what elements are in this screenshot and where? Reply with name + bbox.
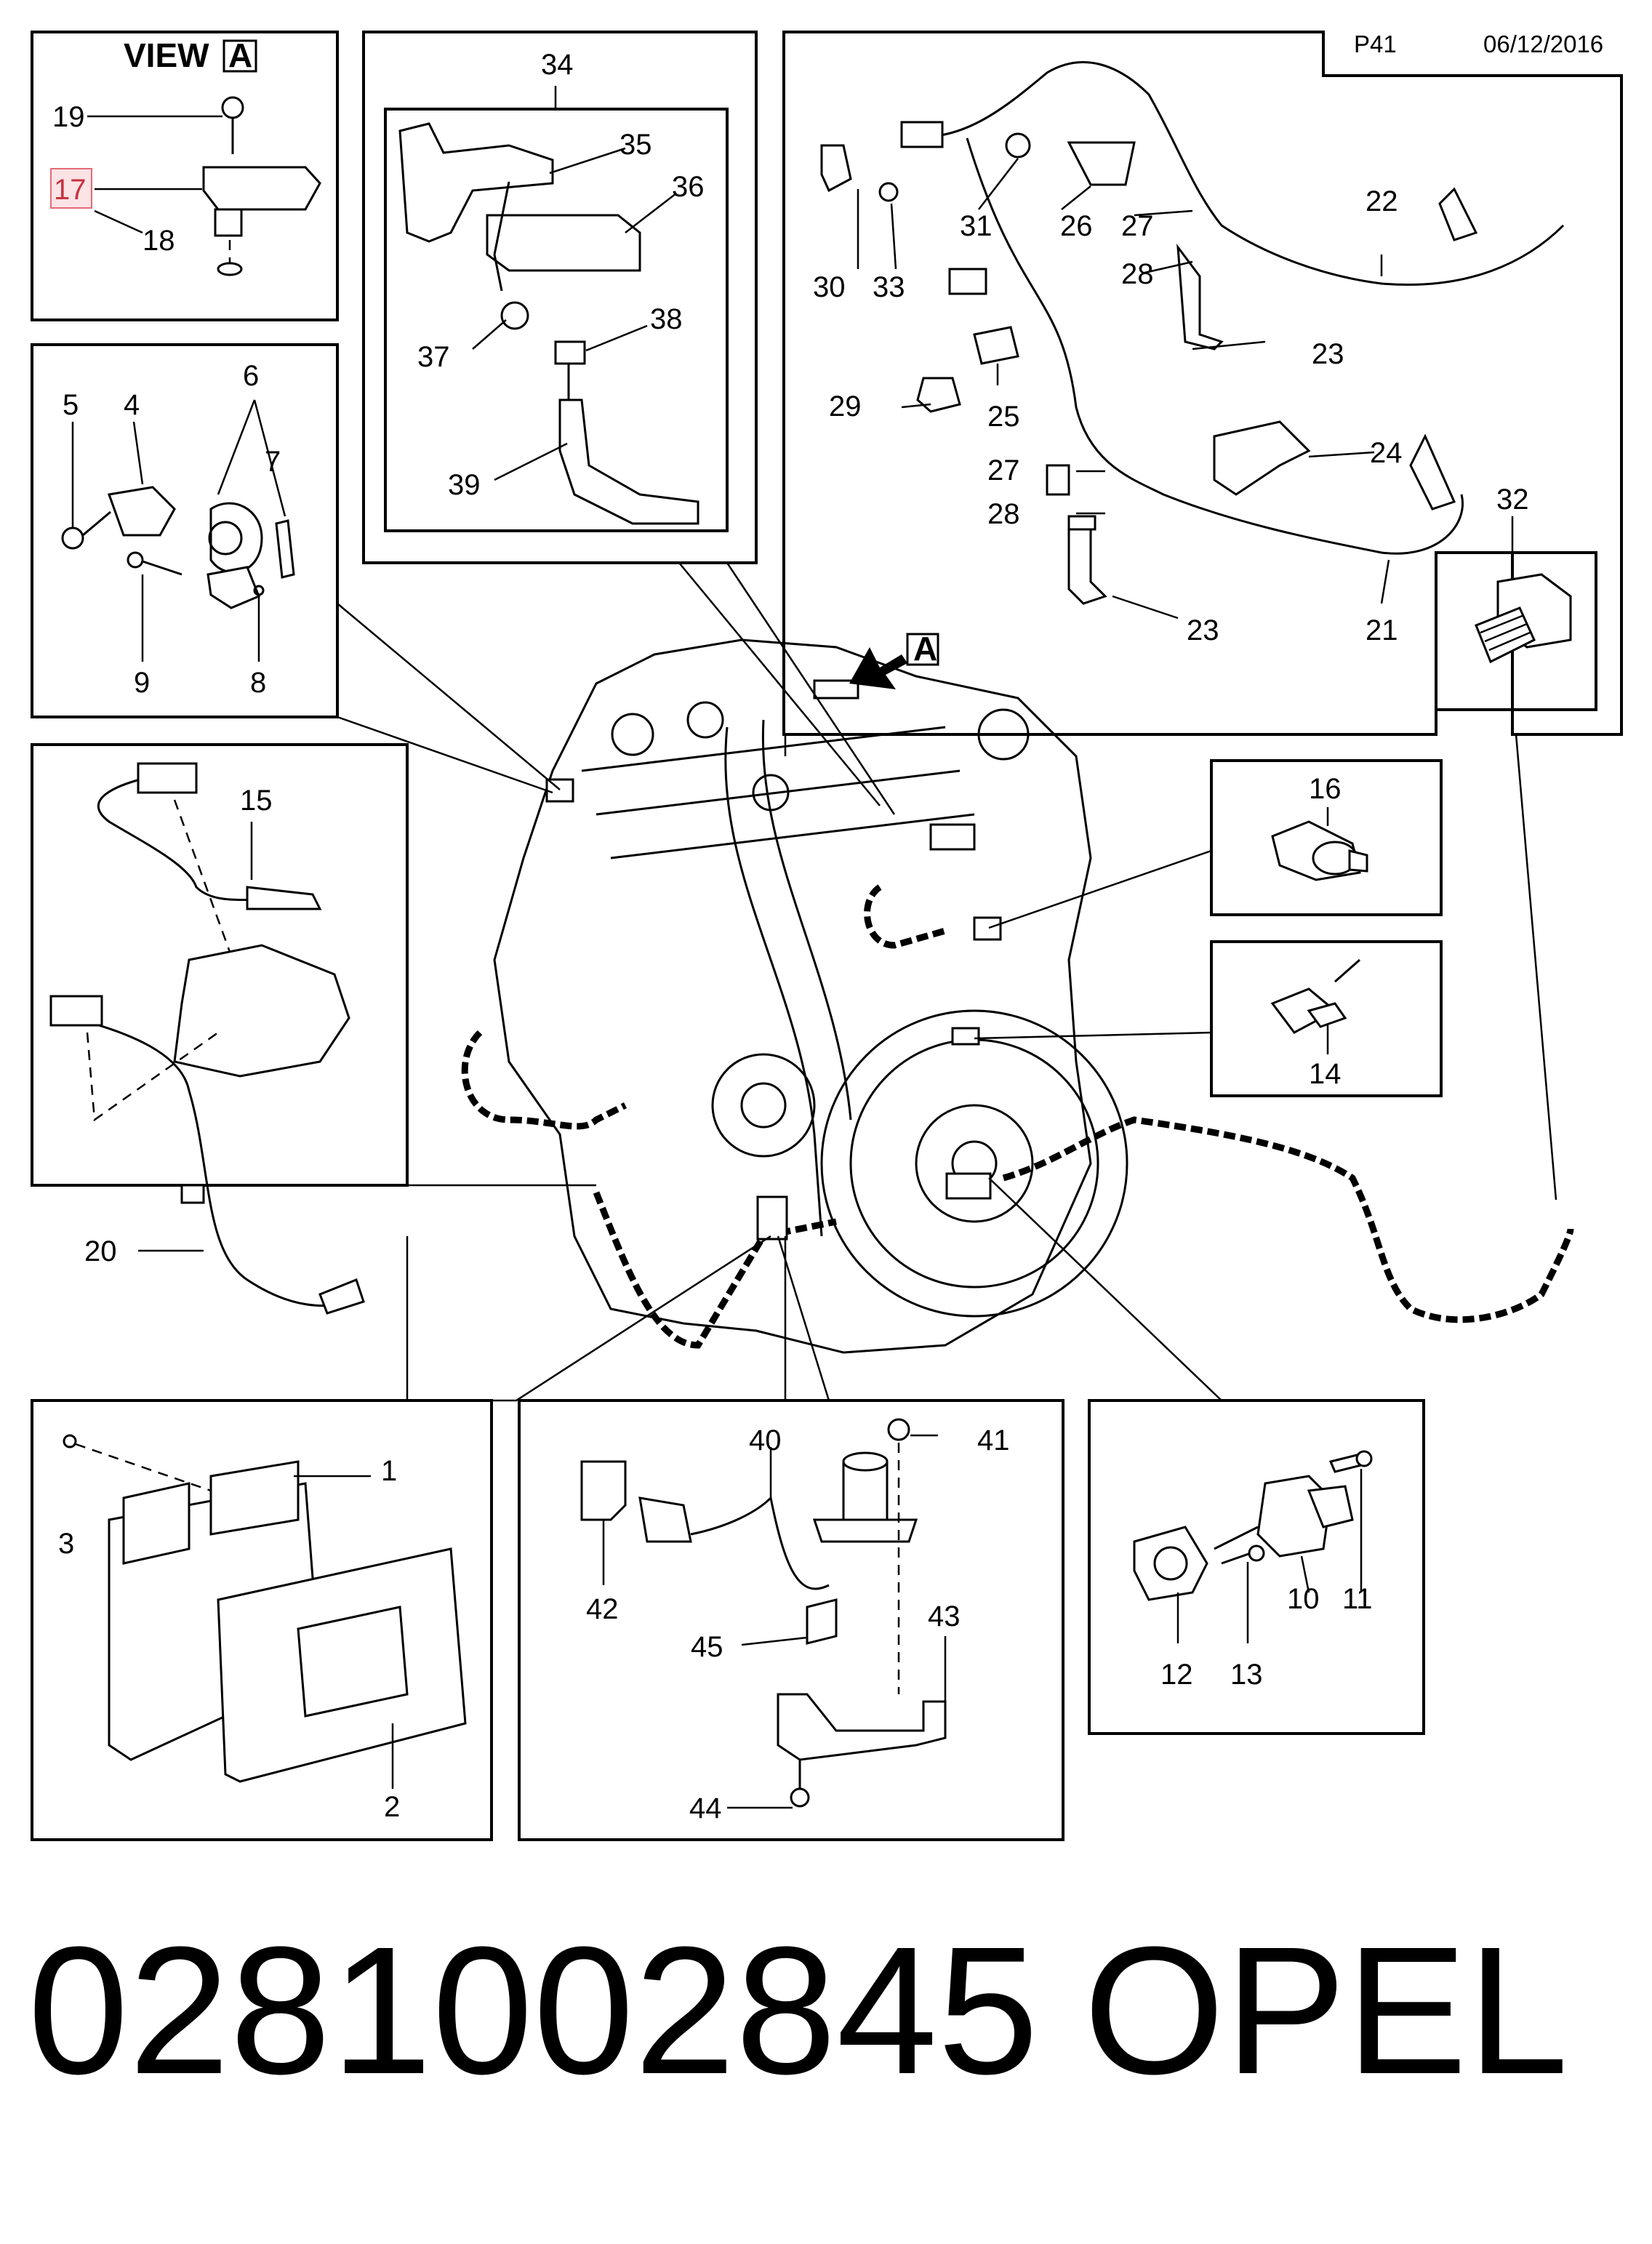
switch-16-illustration: [1271, 807, 1368, 881]
callout-17-highlight: [50, 168, 92, 209]
callout-27c: 27: [987, 454, 1020, 486]
callout-26: 26: [1060, 210, 1093, 242]
view-a-letter: A: [228, 36, 252, 74]
panel-group-34: [362, 31, 758, 564]
page-date: 06/12/2016: [1483, 31, 1603, 57]
sensor-14-illustration: [1270, 958, 1360, 1054]
callout-8: 8: [250, 667, 266, 699]
ecu-illustration: [63, 1434, 467, 1789]
callout-36: 36: [672, 171, 705, 203]
callout-39: 39: [448, 469, 481, 501]
callout-43: 43: [928, 1600, 961, 1632]
callout-37: 37: [417, 341, 450, 373]
sensors-4-9-contents: [61, 399, 295, 662]
callout-3: 3: [58, 1528, 74, 1560]
panel-position-sensor: [1088, 1399, 1425, 1735]
callout-15: 15: [240, 785, 273, 817]
part-number: 0281002845: [28, 1909, 1039, 2112]
callout-44: 44: [689, 1792, 722, 1824]
callout-29: 29: [829, 390, 862, 422]
sensors-21-33-contents: [820, 61, 1565, 620]
svg-text:A: A: [913, 630, 937, 668]
callout-19: 19: [52, 101, 85, 133]
callout-30: 30: [813, 271, 846, 303]
callout-23b: 23: [1187, 614, 1219, 646]
callout-17: 17: [54, 174, 87, 206]
callout-45: 45: [691, 1631, 723, 1663]
callout-32: 32: [1496, 484, 1529, 516]
callout-31: 31: [960, 210, 993, 242]
callout-27b: 27: [1121, 210, 1154, 242]
callout-35: 35: [620, 129, 652, 161]
callout-10: 10: [1287, 1583, 1320, 1615]
callout-40: 40: [749, 1424, 782, 1456]
callout-9: 9: [134, 667, 150, 699]
callout-11: 11: [1342, 1583, 1373, 1615]
callout-33: 33: [873, 271, 905, 303]
panel-solenoid: [518, 1399, 1064, 1841]
callout-14: 14: [1309, 1058, 1342, 1090]
panel-view-a: [31, 31, 339, 321]
callout-16: 16: [1309, 773, 1342, 805]
view-a-contents: VIEW A: [87, 36, 321, 276]
page-code: P41: [1354, 31, 1397, 57]
callout-42: 42: [586, 1593, 619, 1625]
callout-21: 21: [1366, 614, 1398, 646]
engine-illustration: A: [461, 630, 1574, 1354]
callout-24: 24: [1370, 437, 1403, 469]
panel-bolt-32: [1435, 551, 1597, 711]
panel-switch-16: [1210, 759, 1443, 916]
callout-1: 1: [381, 1455, 397, 1487]
callout-38: 38: [650, 303, 683, 335]
callout-13: 13: [1230, 1659, 1263, 1691]
callout-labels: 1 2 3 4 5 6 7 8 9 10 11 12 13 14 15 16 1…: [50, 49, 1529, 1824]
position-sensor-illustration: [1133, 1450, 1373, 1643]
bolt-32-illustration: [1475, 573, 1572, 664]
leader-lines: [336, 562, 1557, 1402]
callout-2: 2: [384, 1791, 400, 1823]
view-a-title: VIEW: [124, 36, 209, 74]
callout-28a: 28: [1121, 258, 1154, 290]
callout-18: 18: [143, 225, 175, 257]
callout-7: 7: [265, 446, 281, 478]
callout-6: 6: [243, 360, 259, 392]
callout-41: 41: [977, 1424, 1010, 1456]
panel-sensor-14: [1210, 940, 1443, 1097]
callout-22: 22: [1366, 185, 1398, 217]
brand-name: OPEL: [1083, 1909, 1568, 2112]
callout-23a: 23: [1312, 338, 1344, 370]
group-34-contents: [398, 86, 699, 525]
callout-20: 20: [84, 1235, 117, 1267]
callout-12: 12: [1160, 1659, 1193, 1691]
callout-34: 34: [541, 49, 574, 81]
sensors-15-20-contents: [49, 762, 365, 1315]
panel-ecu: [31, 1399, 493, 1841]
callout-4: 4: [124, 389, 140, 421]
callout-25: 25: [987, 401, 1020, 433]
callout-5: 5: [63, 389, 79, 421]
panel-sensors-4-9: [31, 343, 339, 718]
solenoid-illustration: [580, 1418, 947, 1809]
callout-28b: 28: [987, 498, 1020, 530]
